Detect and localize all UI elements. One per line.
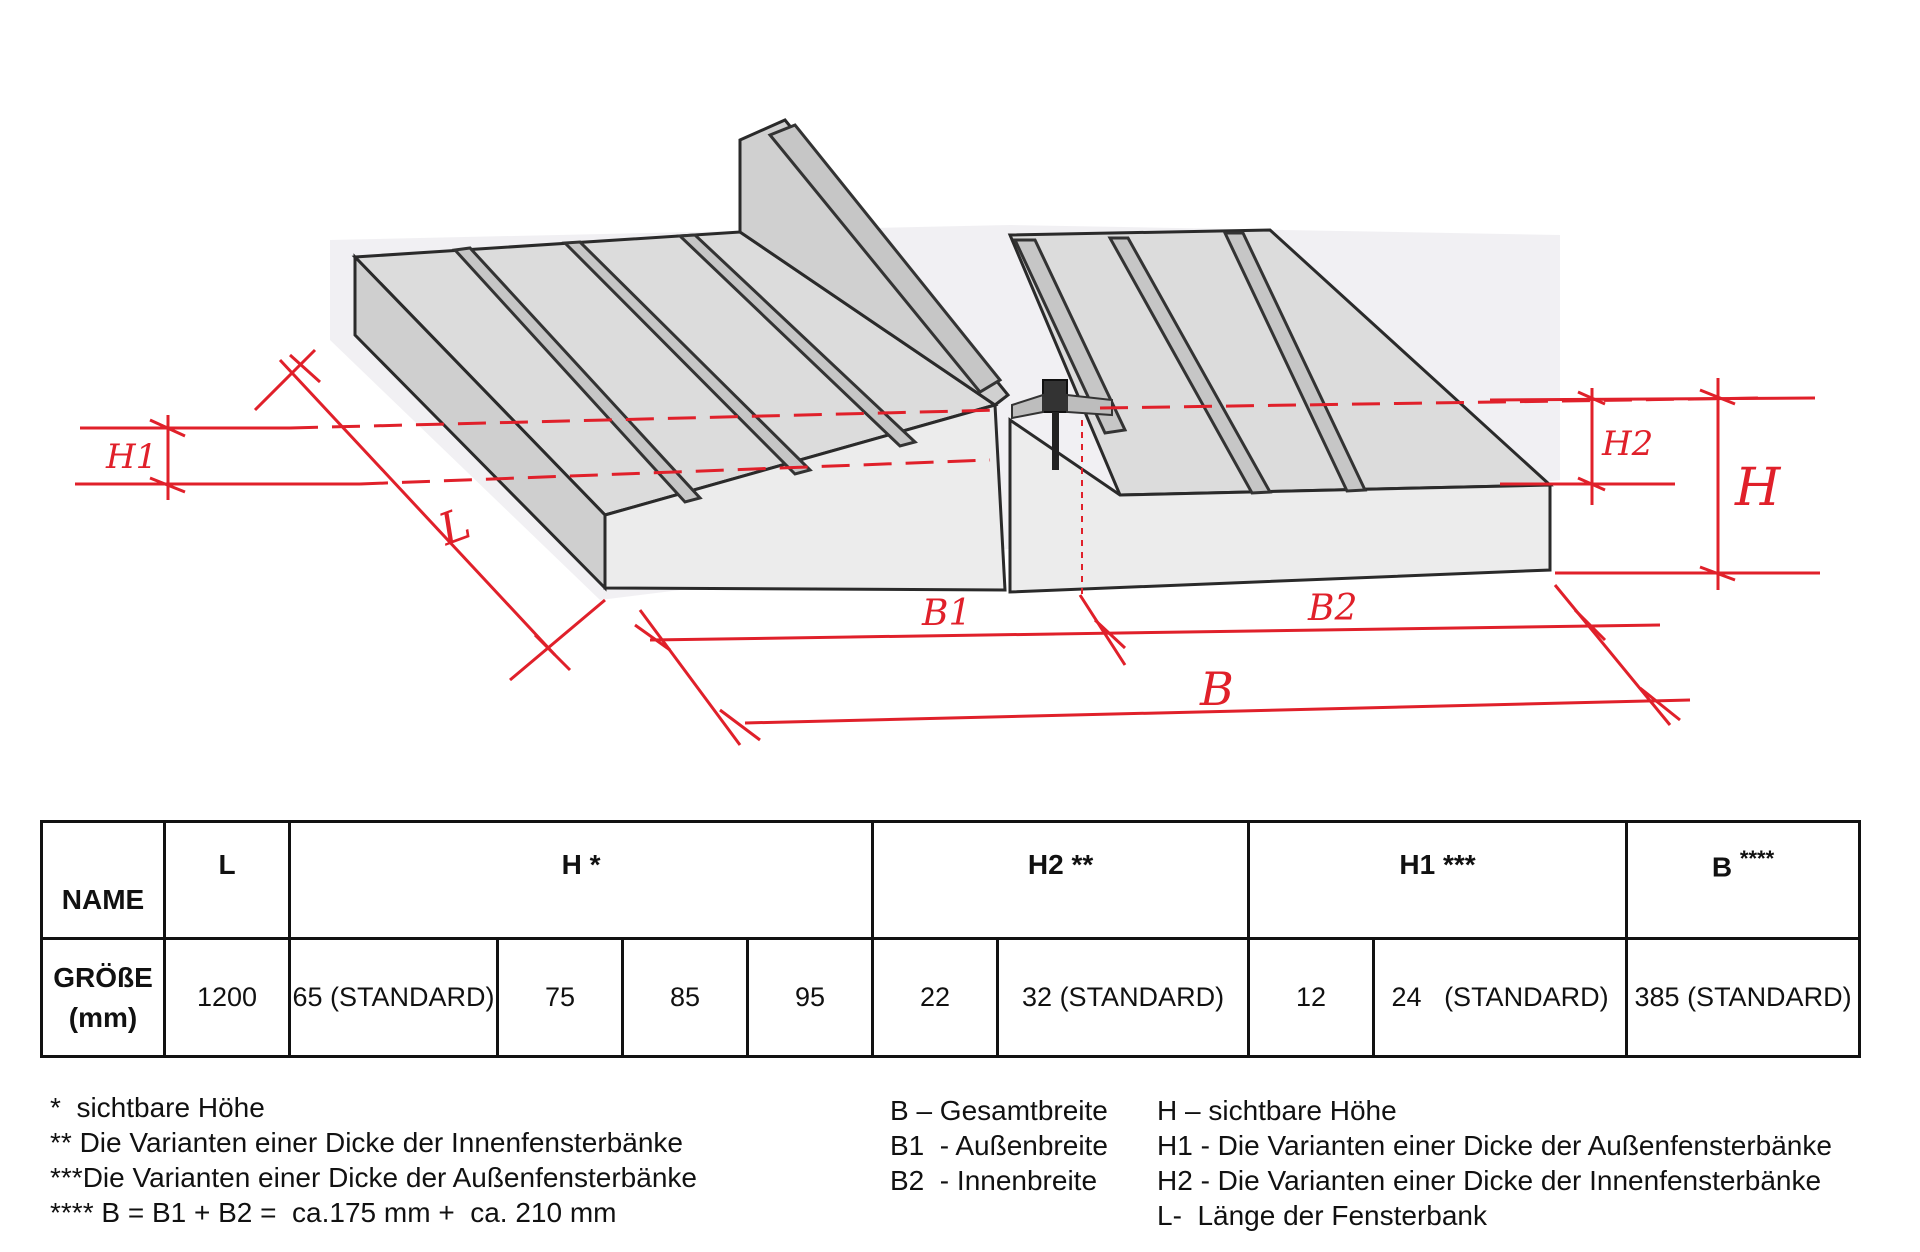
cell-h-3: 85 bbox=[621, 937, 749, 1058]
table-row: GRÖßE (mm) 1200 65 (STANDARD) 75 85 95 2… bbox=[40, 937, 1862, 1058]
note-line: ** Die Varianten einer Dicke der Innenfe… bbox=[50, 1127, 683, 1158]
row-label-line2: (mm) bbox=[68, 1001, 138, 1033]
h2-label: H2 bbox=[1601, 424, 1653, 464]
cell-h2-2: 32 (STANDARD) bbox=[996, 937, 1251, 1058]
b1-label: B1 bbox=[921, 593, 971, 634]
legend-widths: B – Gesamtbreite B1 - Außenbreite B2 - I… bbox=[890, 1093, 1108, 1198]
profile-drawing: H1 H2 H L B1 B2 B bbox=[75, 118, 1820, 746]
note-line: B1 - Außenbreite bbox=[890, 1130, 1108, 1161]
header-name: NAME bbox=[40, 820, 166, 940]
table-header-row: NAME L H * H2 ** H1 *** B **** bbox=[40, 820, 1862, 940]
inner-sill-grooves bbox=[1012, 231, 1368, 495]
note-line: L- Länge der Fensterbank bbox=[1157, 1200, 1487, 1231]
header-h1: H1 *** bbox=[1247, 820, 1629, 940]
note-line: H2 - Die Varianten einer Dicke der Innen… bbox=[1157, 1165, 1822, 1196]
header-h: H * bbox=[287, 820, 875, 940]
cell-h1-1: 12 bbox=[1247, 937, 1376, 1058]
header-h1-mark: *** bbox=[1442, 849, 1476, 880]
l-label: L bbox=[431, 498, 477, 556]
header-h1-text: H1 bbox=[1399, 849, 1436, 880]
h-label: H bbox=[1734, 458, 1782, 518]
cell-h-4: 95 bbox=[745, 937, 875, 1058]
cell-b: 385 (STANDARD) bbox=[1625, 937, 1862, 1058]
header-h-text: H bbox=[561, 849, 582, 880]
note-line: H1 - Die Varianten einer Dicke der Außen… bbox=[1157, 1130, 1832, 1161]
connector-clip bbox=[1011, 379, 1113, 470]
cell-l: 1200 bbox=[163, 937, 291, 1058]
note-line: B2 - Innenbreite bbox=[890, 1165, 1098, 1196]
legend-heights: H – sichtbare Höhe H1 - Die Varianten ei… bbox=[1157, 1093, 1832, 1233]
cell-h-2: 75 bbox=[496, 937, 624, 1058]
header-h2: H2 ** bbox=[871, 820, 1251, 940]
row-label-line1: GRÖßE bbox=[53, 961, 153, 993]
note-line: B – Gesamtbreite bbox=[890, 1095, 1108, 1126]
size-table: NAME L H * H2 ** H1 *** B **** GRÖßE (mm… bbox=[40, 820, 1862, 1058]
header-h2-mark: ** bbox=[1071, 849, 1094, 880]
header-b: B **** bbox=[1625, 820, 1862, 940]
h1-label: H1 bbox=[105, 437, 157, 477]
note-line: * sichtbare Höhe bbox=[50, 1092, 265, 1123]
note-line: ***Die Varianten einer Dicke der Außenfe… bbox=[50, 1162, 697, 1193]
header-h-mark: * bbox=[589, 849, 601, 880]
footnotes-left: * sichtbare Höhe ** Die Varianten einer … bbox=[50, 1090, 697, 1230]
header-h2-text: H2 bbox=[1027, 849, 1064, 880]
header-b-text: B bbox=[1711, 851, 1733, 883]
cell-h2-1: 22 bbox=[871, 937, 1000, 1058]
header-b-mark: **** bbox=[1739, 846, 1775, 872]
row-label: GRÖßE (mm) bbox=[40, 937, 166, 1058]
b-label: B bbox=[1199, 662, 1234, 716]
dimension-lines bbox=[75, 348, 1820, 746]
header-l: L bbox=[163, 820, 291, 940]
b2-label: B2 bbox=[1307, 588, 1357, 629]
outer-sill-grooves bbox=[451, 123, 1003, 504]
cell-h-1: 65 (STANDARD) bbox=[288, 937, 499, 1058]
cell-h1-2: 24 (STANDARD) bbox=[1372, 937, 1629, 1058]
note-line: **** B = B1 + B2 = ca.175 mm + ca. 210 m… bbox=[50, 1197, 617, 1228]
note-line: H – sichtbare Höhe bbox=[1157, 1095, 1397, 1126]
